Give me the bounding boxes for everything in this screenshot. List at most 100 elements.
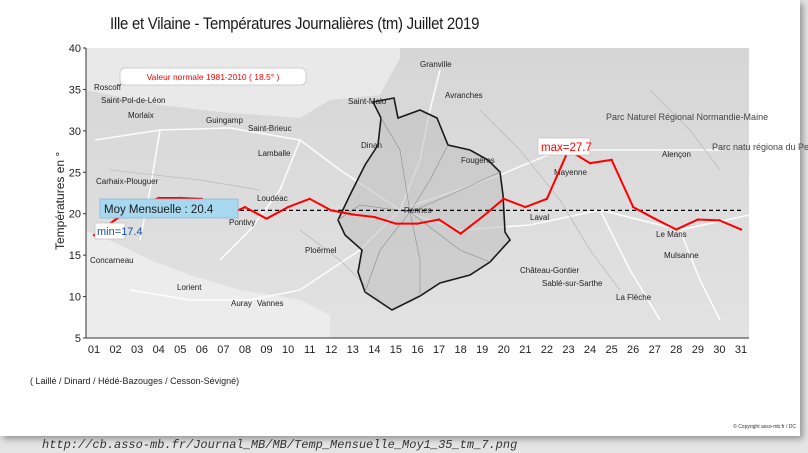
x-tick-label: 12 [325, 344, 337, 356]
max-label: max=27.7 [541, 142, 592, 154]
map-town-label: Auray [231, 299, 252, 308]
chart-title: Ille et Vilaine - Températures Journaliè… [110, 14, 480, 33]
temperature-point [739, 228, 743, 231]
department-outline [337, 97, 511, 311]
y-tick-label: 15 [69, 250, 81, 262]
map-town-label: Loudéac [257, 194, 288, 203]
y-tick-label: 35 [69, 84, 81, 96]
map-town-label: Guingamp [206, 116, 243, 125]
map-town-label: Concarneau [90, 256, 134, 265]
min-label: min=17.4 [97, 226, 143, 238]
x-tick-label: 13 [347, 344, 359, 356]
max-box [537, 137, 591, 156]
normal-value-label: Valeur normale 1981-2010 ( 18.5° ) [147, 72, 280, 82]
x-tick-label: 24 [584, 344, 596, 356]
temperature-point [631, 205, 635, 209]
x-tick-label: 21 [519, 344, 531, 356]
map-town-label: Lorient [177, 283, 202, 292]
temperature-point [459, 232, 462, 235]
x-tick-label: 16 [411, 344, 423, 356]
x-tick-label: 04 [153, 344, 165, 356]
map-town-label: Avranches [445, 91, 483, 100]
x-tick-label: 26 [627, 344, 639, 356]
x-tick-label: 10 [282, 344, 294, 356]
x-tick-label: 01 [88, 344, 100, 356]
map-town-label: Dinan [361, 141, 382, 150]
map-labels: GranvilleAvranchesSaint-MaloRoscoffSaint… [90, 60, 808, 308]
x-tick-label: 09 [260, 344, 272, 356]
temperature-point [265, 217, 268, 220]
map-town-label: Carhaix-Plouguer [96, 177, 159, 186]
x-tick-label: 29 [692, 344, 704, 356]
department-inner-lines [337, 117, 501, 296]
temperature-point [330, 209, 333, 212]
map-town-label: Morlaix [128, 111, 154, 120]
y-tick-label: 20 [69, 209, 81, 221]
x-tick-label: 02 [109, 344, 121, 356]
map-town-label: Le Mans [656, 230, 687, 239]
temperature-point [114, 218, 117, 221]
temperature-point [286, 205, 290, 209]
temperature-point [416, 222, 419, 225]
min-box [94, 222, 126, 240]
y-axis-label: Températures en ° [53, 152, 67, 250]
x-tick-label: 08 [239, 344, 251, 356]
temperature-point [610, 158, 613, 162]
map-town-label: Ploërmel [305, 246, 337, 255]
map-town-label: Château-Gontier [520, 266, 579, 275]
map-town-label: Saint-Pol-de-Léon [101, 96, 165, 105]
normal-value-box [119, 67, 307, 86]
x-tick-label: 19 [476, 344, 488, 356]
temperature-point [545, 197, 549, 200]
temperature-point [437, 218, 441, 221]
map-town-label: Parc natu régiona du Perc [712, 142, 808, 152]
temperature-point [351, 213, 354, 216]
x-tick-label: 03 [131, 344, 143, 356]
temperature-point [524, 205, 527, 209]
sea-area-west [86, 230, 330, 338]
x-tick-label: 23 [562, 344, 574, 356]
map-town-label: Mayenne [554, 168, 587, 177]
image-url: http://cb.asso-mb.fr/Journal_MB/MB/Temp_… [42, 438, 518, 452]
y-tick-label: 25 [69, 167, 81, 179]
x-tick-label: 20 [498, 344, 510, 356]
monthly-mean-box [99, 198, 239, 219]
y-tick-label: 10 [69, 292, 81, 304]
x-tick-label: 28 [670, 344, 682, 356]
x-tick-label: 25 [605, 344, 617, 356]
temperature-point [157, 196, 160, 200]
x-tick-label: 22 [541, 344, 553, 356]
temperature-point [373, 215, 376, 219]
y-tick-label: 5 [75, 333, 81, 345]
temperature-point [696, 218, 700, 221]
map-town-label: Parc Naturel Régional Normandie-Maine [606, 112, 768, 122]
source-stations: ( Laillé / Dinard / Hédé-Bazouges / Cess… [30, 376, 240, 386]
map-town-label: Mulsanne [664, 251, 699, 260]
x-tick-label: 11 [304, 344, 315, 356]
x-tick-label: 05 [174, 344, 186, 356]
temperature-point [653, 217, 656, 220]
map-town-label: La Flèche [616, 293, 652, 302]
map-town-label: Pontivy [229, 218, 255, 227]
temperature-point [675, 228, 678, 231]
temperature-point [718, 219, 721, 222]
temperature-point [588, 161, 592, 165]
x-tick-label: 06 [196, 344, 208, 356]
temperature-point [502, 197, 505, 200]
map-town-label: Saint-Brieuc [248, 124, 292, 133]
x-tick-label: 15 [390, 344, 402, 356]
map-town-label: Sablé-sur-Sarthe [542, 279, 603, 288]
x-tick-label: 27 [649, 344, 661, 356]
copyright-note: © Copyright asso-mb.fr / DC [733, 424, 796, 430]
map-town-label: Laval [530, 213, 549, 222]
monthly-mean-label: Moy Mensuelle : 20.4 [104, 204, 214, 216]
temperature-point [394, 222, 398, 225]
map-town-label: Roscoff [94, 83, 122, 92]
x-tick-label: 31 [735, 344, 747, 356]
map-town-label: Alençon [662, 150, 691, 159]
map-town-label: Lamballe [258, 149, 291, 158]
y-tick-label: 30 [69, 126, 81, 138]
map-town-label: Fougères [461, 156, 495, 165]
